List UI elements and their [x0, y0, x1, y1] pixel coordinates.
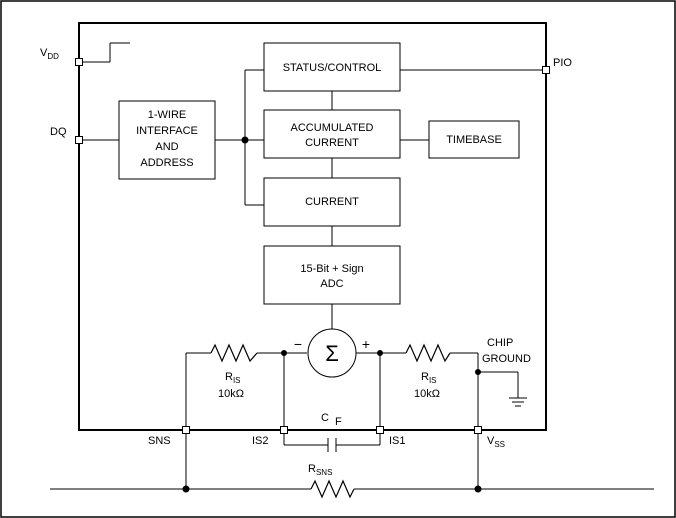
ris-left-label: RIS	[225, 371, 241, 385]
junction-dots	[182, 136, 482, 493]
accumulated-current-block: ACCUMULATED CURRENT	[263, 109, 401, 159]
ris-left-resistor-icon	[210, 343, 258, 363]
ris-right-label: RIS	[421, 371, 437, 385]
wire-interface-line-4: ADDRESS	[140, 157, 193, 169]
minus-sign: −	[294, 336, 302, 352]
status-control-label: STATUS/CONTROL	[283, 62, 382, 74]
adc-line-1: 15-Bit + Sign	[300, 263, 363, 275]
pin-markers	[75, 58, 550, 434]
ris-left-value: 10kΩ	[218, 388, 244, 400]
external-wires	[50, 430, 654, 490]
dq-pin-label: DQ	[50, 126, 67, 138]
timebase-block: TIMEBASE	[428, 120, 520, 159]
ris-right-resistor-icon	[405, 343, 451, 363]
sigma-icon: Σ	[325, 341, 339, 366]
cf-capacitor-icon	[283, 430, 381, 452]
ground-icon	[509, 397, 527, 407]
chip-ground-line-1: CHIP	[487, 337, 513, 349]
current-label: CURRENT	[305, 196, 359, 208]
chip-outline	[78, 22, 547, 431]
accumulated-current-line-1: ACCUMULATED	[291, 122, 374, 134]
is2-pin-label: IS2	[252, 435, 269, 447]
pio-pin-label: PIO	[553, 57, 572, 69]
wire-interface-line-2: INTERFACE	[136, 125, 198, 137]
rsns-resistor-icon	[310, 479, 355, 499]
plus-sign: +	[362, 336, 370, 352]
rsns-label: RSNS	[308, 463, 332, 477]
wire-interface-line-1: 1-WIRE	[148, 109, 187, 121]
wire-interface-line-3: AND	[155, 141, 178, 153]
current-block: CURRENT	[263, 177, 401, 227]
sns-pin-label: SNS	[148, 435, 171, 447]
internal-wires	[79, 42, 546, 430]
timebase-label: TIMEBASE	[446, 134, 502, 146]
chip-ground-line-2: GROUND	[482, 353, 531, 365]
status-control-block: STATUS/CONTROL	[263, 42, 401, 92]
vdd-pin-label: VDD	[40, 47, 59, 61]
accumulated-current-line-2: CURRENT	[305, 137, 359, 149]
summing-junction: Σ	[307, 328, 357, 378]
is1-pin-label: IS1	[389, 435, 406, 447]
adc-line-2: ADC	[320, 278, 343, 290]
vss-pin-label: VSS	[487, 435, 505, 449]
adc-block: 15-Bit + Sign ADC	[263, 245, 401, 305]
ris-right-value: 10kΩ	[414, 388, 440, 400]
wire-interface-block: 1-WIRE INTERFACE AND ADDRESS	[118, 100, 216, 180]
